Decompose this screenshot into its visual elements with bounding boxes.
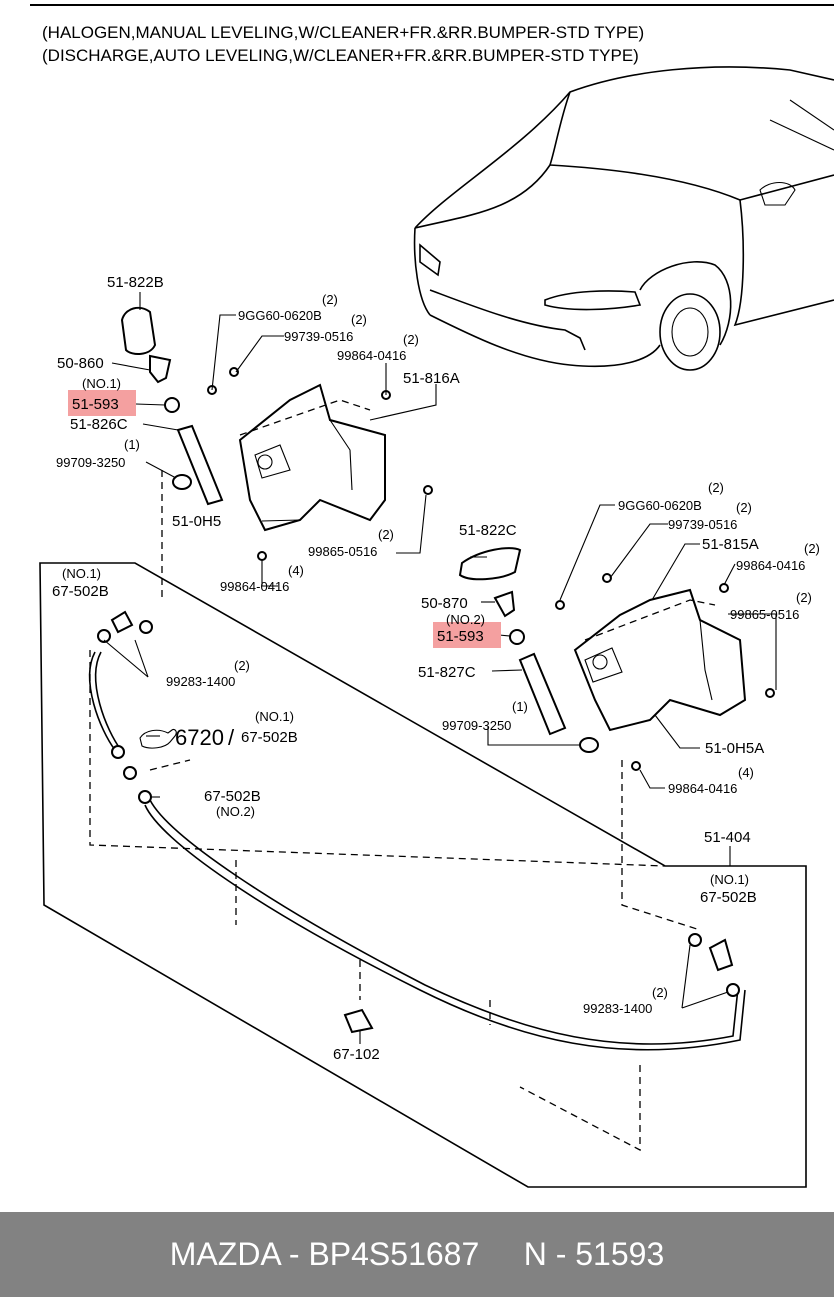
label-9GG60-0620B-b: 9GG60-0620B bbox=[618, 498, 702, 513]
label-67-502B-d: 67-502B bbox=[700, 889, 757, 906]
label-no2-a: (NO.2) bbox=[216, 804, 255, 819]
label-99865-0516-a: 99865-0516 bbox=[308, 544, 377, 559]
label-51-822B: 51-822B bbox=[107, 274, 164, 291]
label-qty-2-e: (2) bbox=[234, 658, 250, 673]
label-51-0H5: 51-0H5 bbox=[172, 513, 221, 530]
footer-part-number: MAZDA - BP4S51687 N - 51593 bbox=[169, 1236, 665, 1272]
label-51-827C: 51-827C bbox=[418, 664, 476, 681]
highlight-51-593-no2 bbox=[433, 622, 501, 648]
label-51-816A: 51-816A bbox=[403, 370, 460, 387]
right-nozzle-assembly bbox=[458, 547, 599, 753]
label-qty-2-g: (2) bbox=[736, 500, 752, 515]
right-bracket bbox=[555, 573, 775, 771]
label-no1-b: (NO.1) bbox=[62, 566, 101, 581]
label-51-593-no2: 51-593 bbox=[437, 628, 484, 645]
label-qty-2-c: (2) bbox=[403, 332, 419, 347]
header-line-1: (HALOGEN,MANUAL LEVELING,W/CLEANER+FR.&R… bbox=[42, 23, 644, 42]
label-99739-0516-a: 99739-0516 bbox=[284, 329, 353, 344]
label-99709-3250-a: 99709-3250 bbox=[56, 455, 125, 470]
label-99283-1400-b: 99283-1400 bbox=[583, 1001, 652, 1016]
label-67-502B-b: 67-502B bbox=[241, 729, 298, 746]
label-67-102: 67-102 bbox=[333, 1046, 380, 1063]
label-no2-b: (NO.2) bbox=[446, 612, 485, 627]
label-99739-0516-b: 99739-0516 bbox=[668, 517, 737, 532]
left-bracket bbox=[207, 367, 433, 561]
footer-bar: MAZDA - BP4S51687 N - 51593 bbox=[0, 1212, 834, 1297]
label-qty-2-f: (2) bbox=[708, 480, 724, 495]
label-qty-2-a: (2) bbox=[322, 292, 338, 307]
label-qty-4-a: (4) bbox=[288, 563, 304, 578]
label-51-815A: 51-815A bbox=[702, 536, 759, 553]
hose-frame bbox=[39, 562, 807, 1188]
label-99864-0416-c: 99864-0416 bbox=[736, 558, 805, 573]
label-qty-1-a: (1) bbox=[124, 437, 140, 452]
label-99283-1400-a: 99283-1400 bbox=[166, 674, 235, 689]
label-51-593-no1: 51-593 bbox=[72, 396, 119, 413]
label-99864-0416-b: 99864-0416 bbox=[220, 579, 289, 594]
label-no1-d: (NO.1) bbox=[710, 872, 749, 887]
highlight-51-593-no1 bbox=[68, 390, 136, 416]
label-qty-2-j: (2) bbox=[652, 985, 668, 1000]
left-nozzle-assembly bbox=[120, 306, 224, 506]
car-illustration bbox=[413, 66, 834, 371]
label-99709-3250-b: 99709-3250 bbox=[442, 718, 511, 733]
label-67-502B-a: 67-502B bbox=[52, 583, 109, 600]
label-qty-2-d: (2) bbox=[378, 527, 394, 542]
label-6720: 6720 bbox=[175, 725, 224, 750]
label-99864-0416-a: 99864-0416 bbox=[337, 348, 406, 363]
label-qty-2-h: (2) bbox=[804, 541, 820, 556]
guide-lines bbox=[89, 399, 716, 1152]
label-qty-4-b: (4) bbox=[738, 765, 754, 780]
pointing-hand-icon bbox=[139, 728, 177, 749]
label-67-502B-c: 67-502B bbox=[204, 788, 261, 805]
label-51-822C: 51-822C bbox=[459, 522, 517, 539]
label-51-404: 51-404 bbox=[704, 829, 751, 846]
label-99864-0416-d: 99864-0416 bbox=[668, 781, 737, 796]
label-50-860: 50-860 bbox=[57, 355, 104, 372]
label-51-0H5A: 51-0H5A bbox=[705, 740, 764, 757]
label-qty-2-b: (2) bbox=[351, 312, 367, 327]
label-no1-c: (NO.1) bbox=[255, 709, 294, 724]
leader-lines bbox=[103, 292, 777, 1044]
slash-separator: / bbox=[228, 725, 235, 750]
label-51-826C: 51-826C bbox=[70, 416, 128, 433]
label-99865-0516-b: 99865-0516 bbox=[730, 607, 799, 622]
label-no1-a: (NO.1) bbox=[82, 376, 121, 391]
parts-diagram: (HALOGEN,MANUAL LEVELING,W/CLEANER+FR.&R… bbox=[30, 4, 834, 1188]
label-qty-1-b: (1) bbox=[512, 699, 528, 714]
label-9GG60-0620B-a: 9GG60-0620B bbox=[238, 308, 322, 323]
label-50-870: 50-870 bbox=[421, 595, 468, 612]
label-qty-2-i: (2) bbox=[796, 590, 812, 605]
header-line-2: (DISCHARGE,AUTO LEVELING,W/CLEANER+FR.&R… bbox=[42, 46, 639, 65]
